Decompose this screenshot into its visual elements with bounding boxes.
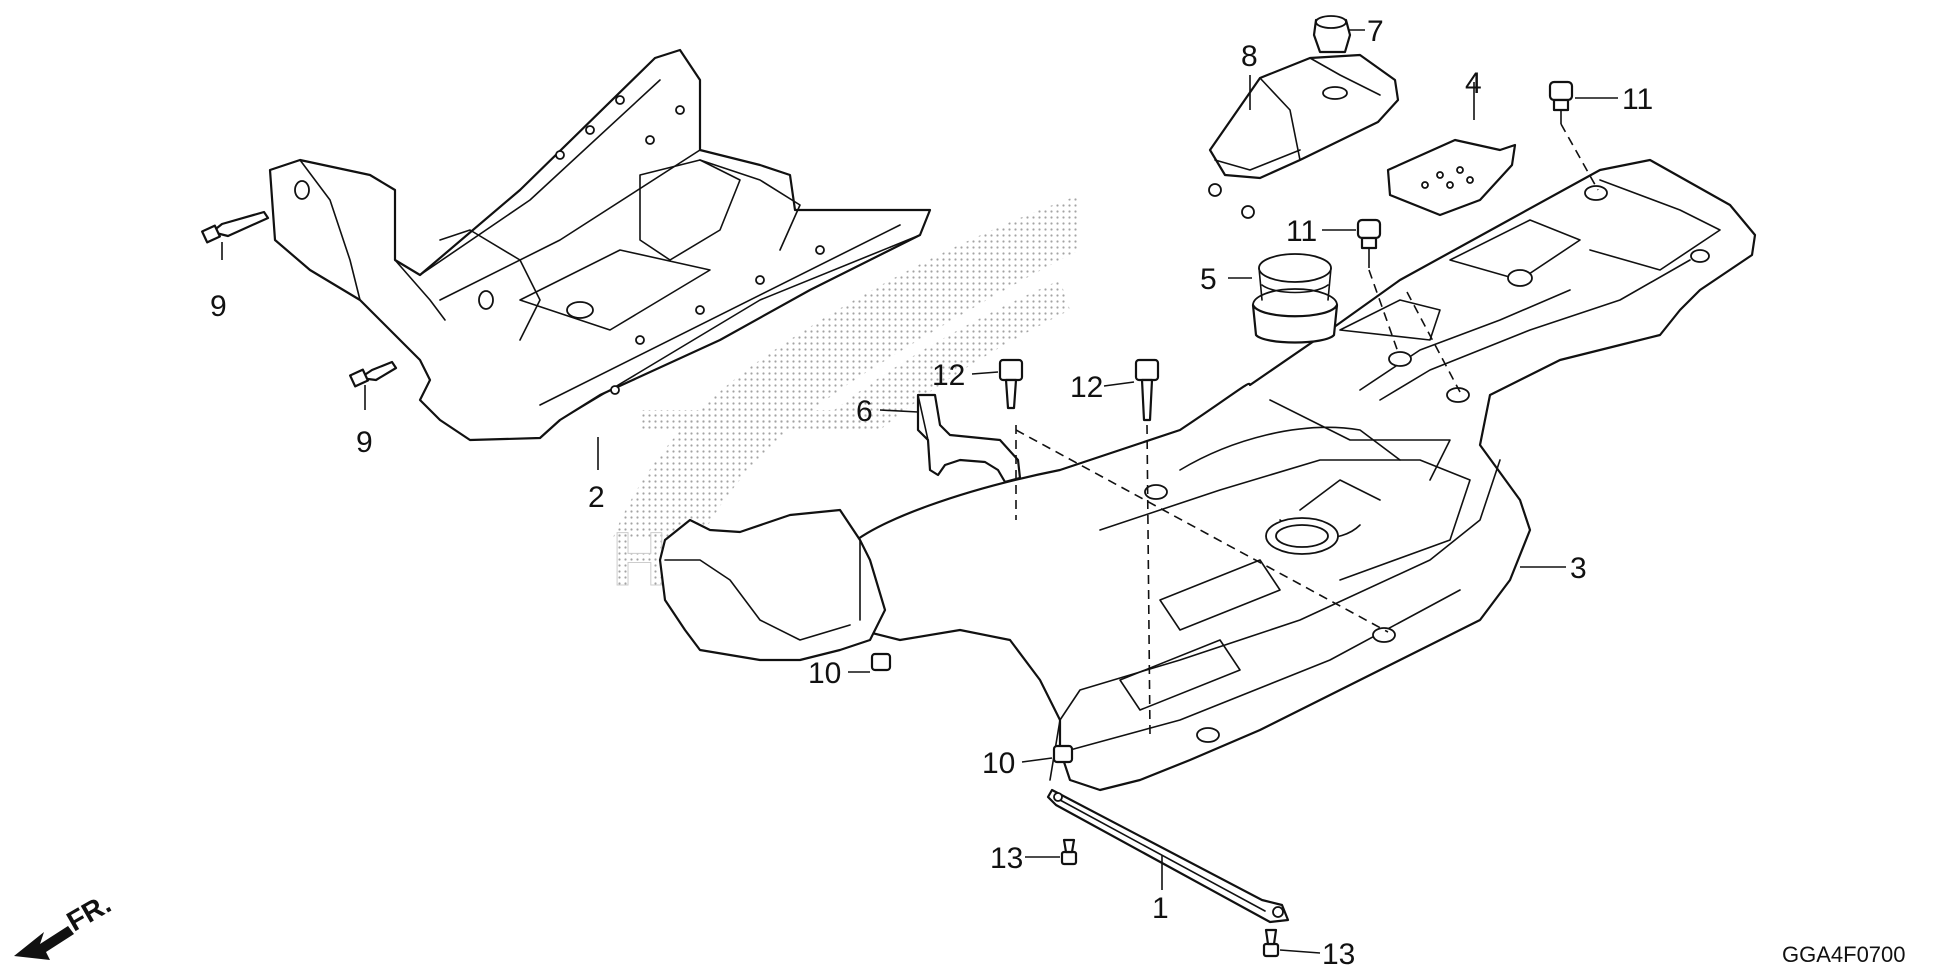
- front-arrow-icon: [14, 926, 74, 960]
- callout-11-upper: 11: [1622, 83, 1653, 116]
- callout-9-upper: 9: [210, 290, 227, 323]
- callout-12-left: 12: [932, 359, 965, 392]
- callout-5: 5: [1200, 263, 1217, 296]
- floor-side-panel: [658, 508, 887, 662]
- callout-7: 7: [1367, 15, 1384, 48]
- fasteners: [201, 80, 1574, 958]
- callout-6: 6: [856, 395, 873, 428]
- callout-9-lower: 9: [356, 426, 373, 459]
- assembly-lines: [1015, 123, 1599, 736]
- callout-4: 4: [1465, 67, 1482, 100]
- part-7-cap: [1312, 15, 1352, 54]
- callout-3: 3: [1570, 552, 1587, 585]
- part-6-bracket: [916, 393, 1022, 484]
- callout-2: 2: [588, 481, 605, 514]
- callout-1: 1: [1152, 892, 1169, 925]
- callout-13-right: 13: [1322, 938, 1355, 966]
- callout-8: 8: [1241, 40, 1258, 73]
- drawing-code: GGA4F0700: [1782, 942, 1906, 966]
- callout-labels: 1 2 3 4 5 6 7 8 9 9 10 10 11 11 12 12 13…: [210, 15, 1653, 971]
- callout-10-right: 10: [982, 747, 1015, 780]
- callout-10-left: 10: [808, 657, 841, 690]
- callout-12-right: 12: [1070, 371, 1103, 404]
- part-8-cover: [1208, 53, 1400, 219]
- part-3-floor-step: [843, 158, 1757, 792]
- front-arrow: FR.: [14, 888, 116, 960]
- part-5-grommet: [1251, 253, 1339, 344]
- callout-11-lower: 11: [1286, 215, 1317, 248]
- callout-13-left: 13: [990, 842, 1023, 875]
- part-4-plate: [1386, 138, 1517, 217]
- leader-lines: [221, 29, 1618, 954]
- part-2-inner-cover: [268, 48, 932, 442]
